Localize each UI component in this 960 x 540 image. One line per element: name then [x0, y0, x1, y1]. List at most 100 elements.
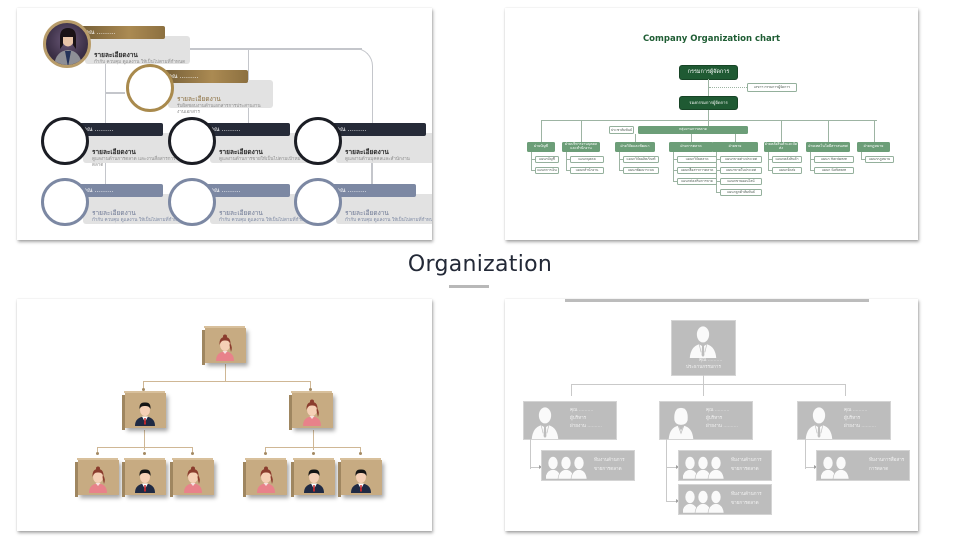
connector [531, 170, 535, 171]
connector [310, 381, 311, 389]
role-description: กำกับ ควบคุม ดูแลงาน ให้เป็นไปตามที่กำหน… [345, 218, 432, 223]
manager-role: ผู้บริหาร [570, 416, 587, 421]
connector [768, 152, 769, 170]
photo-placeholder[interactable] [168, 117, 216, 165]
male-silhouette-icon [689, 326, 717, 358]
name-bar: คุณ .......... [73, 123, 163, 136]
female-silhouette-icon [668, 407, 694, 439]
connector-dot [309, 388, 312, 391]
connector [360, 447, 361, 452]
connector [619, 152, 620, 170]
group-box: กลุ่มงานการตลาด [638, 126, 748, 134]
role-title: รายละเอียดงาน [219, 209, 263, 217]
team-group-icon [681, 490, 725, 514]
connector [805, 467, 815, 468]
connector [581, 120, 582, 142]
name-bar: คุณ .......... [200, 123, 290, 136]
unit-box: แผนกสื่อสารการตลาด [677, 167, 717, 174]
unit-box: แผนกจัดส่ง [772, 167, 802, 174]
info-box: รายละเอียดงานกำกับ ควบคุม ดูแลงาน ให้เป็… [85, 36, 190, 65]
manager-name: คุณ .......... [570, 408, 594, 413]
connector [810, 152, 811, 170]
person-box-male[interactable] [291, 458, 335, 497]
connector [162, 48, 362, 50]
connector [703, 384, 704, 396]
connector [225, 364, 226, 381]
info-box: รายละเอียดงานดูแลงานด้านบุคคลและสำนักงาน [336, 133, 432, 163]
connector-dot [143, 452, 146, 455]
person-box-female[interactable] [289, 391, 333, 430]
department-box: ฝ่ายเทคโนโลยีสารสนเทศ [806, 142, 850, 152]
connector [666, 501, 677, 502]
manager-box[interactable]: คุณ ..........ผู้บริหารฝ่ายงาน .........… [660, 402, 752, 439]
team-line1: ทีมงานการสื่อสาร [869, 458, 905, 463]
header-bar [565, 299, 869, 302]
info-box: รายละเอียดงานกำกับ ควบคุม ดูแลงาน ให้เป็… [336, 194, 432, 224]
team-line1: ทีมงานด้านการ [731, 492, 762, 497]
role-title: รายละเอียดงาน [92, 148, 136, 156]
connector [810, 170, 814, 171]
name-bar: คุณ .......... [73, 184, 163, 197]
manager-box[interactable]: คุณ ..........ผู้บริหารฝ่ายงาน .........… [798, 402, 890, 439]
photo-placeholder[interactable] [294, 178, 342, 226]
connector [691, 134, 692, 142]
department-box: ฝ่ายกฎหมาย [857, 142, 890, 152]
connector-dot [191, 452, 194, 455]
slide-thumbnail-silhouette-org[interactable]: คุณ ..........ประธานกรรมการ คุณ ........… [505, 299, 918, 531]
person-box-female[interactable] [202, 326, 246, 365]
deputy-box: รองกรรมการผู้จัดการ [680, 97, 737, 109]
connector [353, 48, 373, 188]
role-description: กำกับ ควบคุม ดูแลงาน ให้เป็นไปตามที่กำหน… [94, 60, 186, 65]
role-title: รายละเอียดงาน [345, 148, 389, 156]
person-box-male[interactable] [122, 458, 166, 497]
person-box-female[interactable] [243, 458, 287, 497]
male-silhouette-icon [805, 407, 833, 439]
role-title: รายละเอียดงาน [94, 51, 138, 59]
photo-placeholder[interactable] [294, 117, 342, 165]
arrow-icon [814, 465, 817, 469]
manager-box[interactable]: คุณ ..........ผู้บริหารฝ่ายงาน .........… [524, 402, 616, 439]
department-box: ฝ่ายบริหารงานบุคคลและสำนักงาน [562, 142, 600, 152]
connector [768, 159, 772, 160]
connector [709, 87, 747, 88]
department-box: ฝ่ายคลังสินค้าและจัดส่ง [764, 142, 798, 152]
person-box-female[interactable] [170, 458, 214, 497]
name-bar: คุณ .......... [326, 184, 416, 197]
connector [873, 120, 875, 142]
connector [566, 170, 570, 171]
profile-photo[interactable] [43, 20, 91, 68]
connector-dot [96, 452, 99, 455]
connector [716, 170, 720, 171]
name-bar: คุณ .......... [326, 123, 426, 136]
person-box-male[interactable] [338, 458, 382, 497]
person-box-male[interactable] [122, 391, 166, 430]
ceo-box: กรรมการผู้จัดการ [680, 66, 737, 79]
team-box[interactable]: ทีมงานด้านการขายการตลาด [679, 485, 771, 514]
person-box-female[interactable] [75, 458, 119, 497]
connector [673, 152, 674, 181]
connector [313, 430, 314, 450]
department-box: ฝ่ายการตลาด [669, 142, 713, 152]
chairman-box[interactable]: คุณ ..........ประธานกรรมการ [672, 321, 735, 375]
team-line1: ทีมงานด้านการ [594, 458, 625, 463]
connector [716, 181, 720, 182]
photo-placeholder[interactable] [41, 117, 89, 165]
unit-box: แผนกส่งเสริมการขาย [677, 178, 717, 185]
slide-thumbnail-company-org-chart[interactable]: Company Organization chart กรรมการผู้จัด… [505, 8, 918, 240]
unit-box: แผนกพัฒนาระบบ [623, 167, 659, 174]
connector [192, 447, 193, 452]
connector [861, 152, 862, 159]
pr-box: ประชาสัมพันธ์ [609, 126, 634, 134]
arrow-icon [676, 465, 679, 469]
team-box[interactable]: ทีมงานการสื่อสารการตลาด [817, 451, 909, 480]
slide-thumbnail-3d-box-org[interactable] [17, 299, 432, 531]
photo-placeholder[interactable] [126, 64, 174, 112]
slide-thumbnail-circle-org[interactable]: รายละเอียดงานกำกับ ควบคุม ดูแลงาน ให้เป็… [17, 8, 432, 240]
photo-placeholder[interactable] [168, 178, 216, 226]
connector [105, 92, 125, 94]
photo-placeholder[interactable] [41, 178, 89, 226]
connector [541, 120, 877, 121]
manager-name: คุณ .......... [706, 408, 730, 413]
team-box[interactable]: ทีมงานด้านการขายการตลาด [679, 451, 771, 480]
team-box[interactable]: ทีมงานด้านการขายการตลาด [542, 451, 634, 480]
